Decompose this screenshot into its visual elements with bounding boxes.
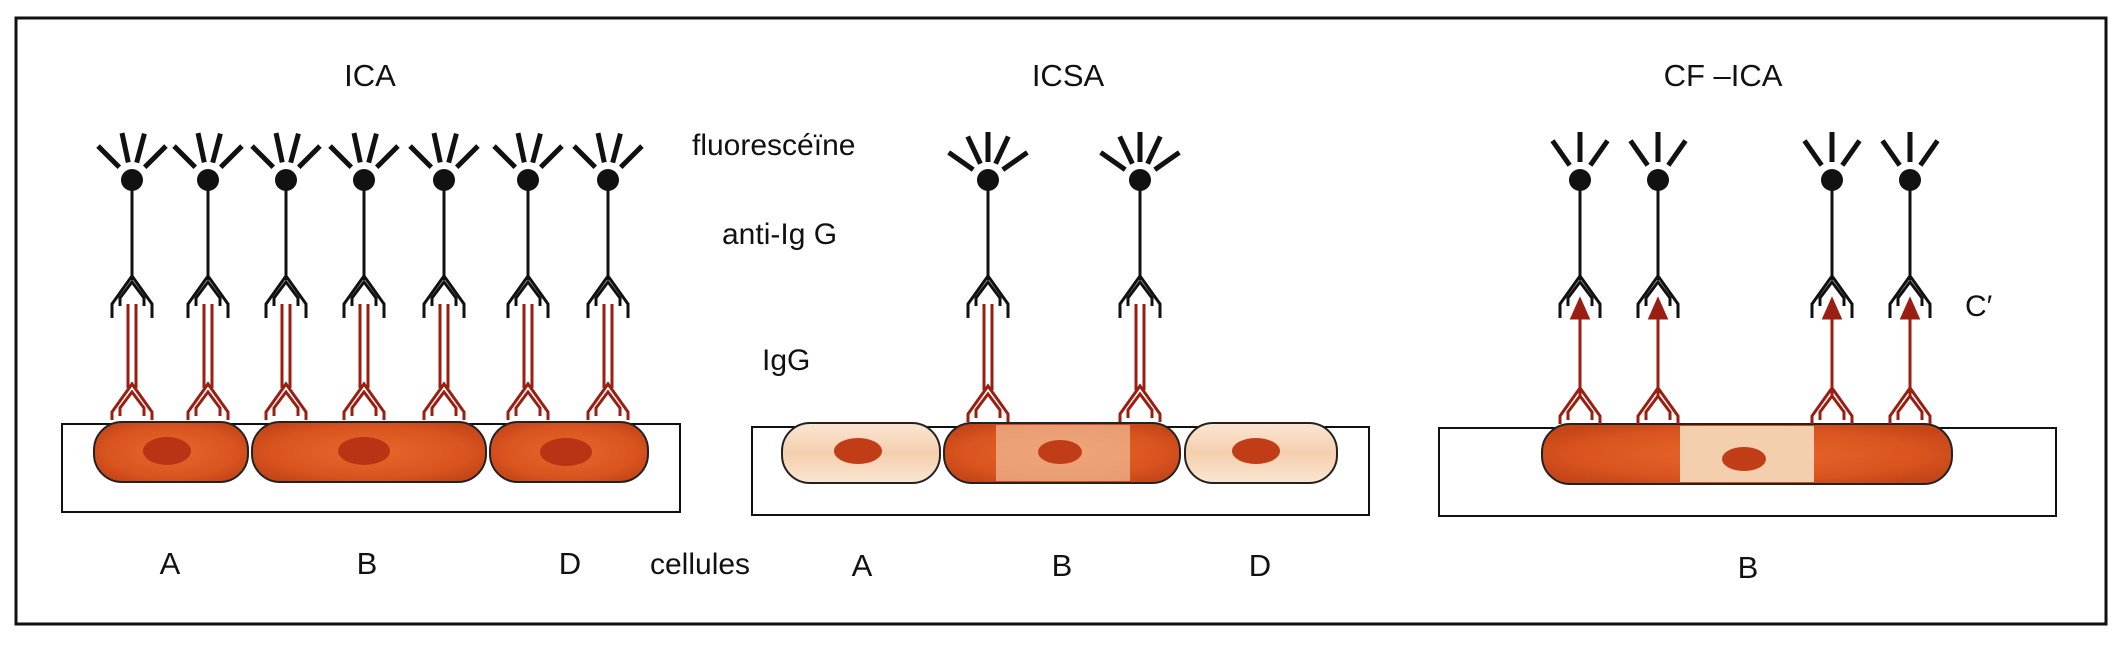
cell-letter-a: A bbox=[852, 548, 873, 583]
label-fluorescein: fluorescéïne bbox=[692, 129, 855, 162]
fluorescein-marker-icon bbox=[1802, 132, 1862, 167]
antibody-stack bbox=[492, 132, 564, 420]
label-cells: cellules bbox=[650, 548, 750, 581]
panel-title-cf-ica: CF –ICA bbox=[1664, 58, 1783, 93]
antibody-stack bbox=[572, 132, 644, 420]
cell-letter-b: B bbox=[1738, 550, 1759, 585]
cell bbox=[781, 422, 941, 484]
panel-title-icsa: ICSA bbox=[1032, 58, 1105, 93]
anti-igg-antibody-icon bbox=[966, 180, 1010, 318]
igg-antibody-icon bbox=[110, 304, 154, 420]
antibody-stack bbox=[1802, 132, 1862, 424]
anti-igg-antibody-icon bbox=[1636, 180, 1680, 318]
antibody-stack bbox=[1880, 132, 1940, 424]
cell bbox=[943, 422, 1181, 484]
igg-antibody-icon bbox=[586, 304, 630, 420]
fluorescein-marker-icon bbox=[1880, 132, 1940, 167]
anti-igg-antibody-icon bbox=[422, 180, 466, 318]
fluorescein-marker-icon bbox=[572, 132, 644, 170]
anti-igg-antibody-icon bbox=[1810, 180, 1854, 318]
fluorescein-marker-icon bbox=[1550, 132, 1610, 167]
igg-antibody-icon bbox=[506, 304, 550, 420]
cell-letter-d: D bbox=[559, 546, 581, 581]
antibody-stack bbox=[96, 132, 168, 420]
igg-antibody-icon bbox=[422, 304, 466, 420]
igg-antibody-icon bbox=[264, 304, 308, 420]
panel-icsa bbox=[751, 422, 1370, 516]
igg-antibody-icon bbox=[1118, 304, 1162, 422]
cell-letter-b: B bbox=[357, 546, 378, 581]
anti-igg-antibody-icon bbox=[1558, 180, 1602, 318]
anti-igg-antibody-icon bbox=[1118, 180, 1162, 318]
fluorescein-marker-icon bbox=[492, 132, 564, 170]
antibody-stack bbox=[1099, 132, 1181, 422]
anti-igg-antibody-icon bbox=[110, 180, 154, 318]
igg-antibody-icon bbox=[186, 304, 230, 420]
cell bbox=[251, 421, 487, 483]
cell bbox=[1541, 423, 1953, 485]
antibody-stack bbox=[947, 132, 1029, 422]
cell-letter-b: B bbox=[1052, 548, 1073, 583]
antibody-stack bbox=[1628, 132, 1688, 424]
antibody-stack bbox=[172, 132, 244, 420]
fluorescein-marker-icon bbox=[1099, 132, 1181, 172]
panel-title-ica: ICA bbox=[344, 58, 396, 93]
label-anti-igg: anti-Ig G bbox=[722, 218, 837, 251]
anti-igg-antibody-icon bbox=[186, 180, 230, 318]
cell bbox=[489, 421, 649, 483]
fluorescein-marker-icon bbox=[250, 132, 322, 170]
figure-frame bbox=[14, 16, 2108, 626]
igg-antibody-icon bbox=[1888, 296, 1932, 424]
igg-antibody-icon bbox=[1810, 296, 1854, 424]
igg-antibody-icon bbox=[1636, 296, 1680, 424]
anti-igg-antibody-icon bbox=[1888, 180, 1932, 318]
label-igg: IgG bbox=[762, 344, 810, 377]
antibody-stack bbox=[328, 132, 400, 420]
igg-antibody-icon bbox=[342, 304, 386, 420]
fluorescein-marker-icon bbox=[96, 132, 168, 170]
fluorescein-marker-icon bbox=[328, 132, 400, 170]
anti-igg-antibody-icon bbox=[342, 180, 386, 318]
antibody-stack bbox=[250, 132, 322, 420]
antibody-stack bbox=[408, 132, 480, 420]
igg-antibody-icon bbox=[1558, 296, 1602, 424]
anti-igg-antibody-icon bbox=[506, 180, 550, 318]
panel-ica bbox=[61, 421, 681, 513]
fluorescein-marker-icon bbox=[172, 132, 244, 170]
igg-antibody-icon bbox=[966, 304, 1010, 422]
fluorescein-marker-icon bbox=[947, 132, 1029, 172]
antibody-stack bbox=[1550, 132, 1610, 424]
cell bbox=[93, 421, 249, 483]
fluorescein-marker-icon bbox=[1628, 132, 1688, 167]
antibody-stacks bbox=[96, 132, 1940, 424]
cell-letter-a: A bbox=[160, 546, 181, 581]
panel-cf-ica bbox=[1438, 423, 2057, 517]
cell bbox=[1184, 422, 1338, 484]
label-complement: C′ bbox=[1965, 290, 1993, 323]
cell-letter-d: D bbox=[1249, 548, 1271, 583]
fluorescein-marker-icon bbox=[408, 132, 480, 170]
anti-igg-antibody-icon bbox=[264, 180, 308, 318]
anti-igg-antibody-icon bbox=[586, 180, 630, 318]
